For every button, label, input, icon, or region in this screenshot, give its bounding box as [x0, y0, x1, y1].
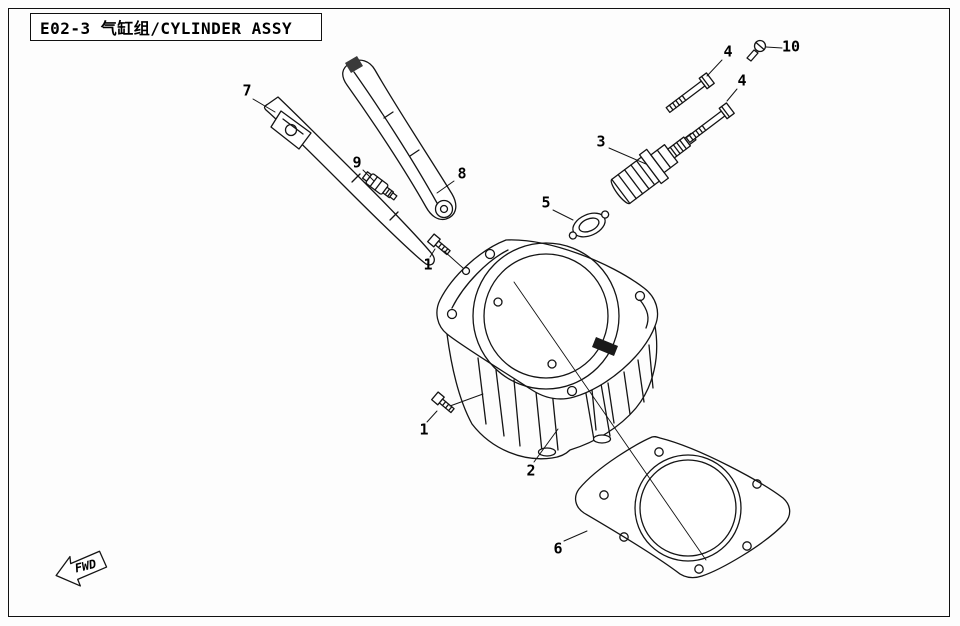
part-10-screw — [746, 39, 767, 62]
part-1-bolt-b — [431, 391, 455, 414]
callout-7: 7 — [242, 81, 252, 100]
fwd-label: FWD — [73, 557, 97, 576]
alignment-line — [513, 281, 707, 561]
callout-8: 8 — [457, 164, 467, 183]
cylinder-bore — [472, 242, 620, 390]
part-4-bolt-a — [665, 72, 715, 114]
title-box: E02-3 气缸组/CYLINDER ASSY — [30, 13, 322, 41]
callout-1b: 1 — [419, 420, 429, 439]
callout-6: 6 — [553, 539, 563, 558]
part-1-bolt-a — [427, 233, 451, 256]
part-3-chain-tensioner — [610, 132, 697, 205]
part-5-gasket-small — [568, 210, 610, 240]
callout-4b: 4 — [737, 71, 747, 90]
part-2-cylinder — [436, 239, 659, 460]
callout-3: 3 — [596, 132, 606, 151]
callout-9: 9 — [352, 153, 362, 172]
part-4-bolt-b — [685, 102, 735, 144]
callout-4a: 4 — [723, 42, 733, 61]
callout-2: 2 — [526, 461, 536, 480]
callout-1a: 1 — [423, 255, 433, 274]
callout-5: 5 — [541, 193, 551, 212]
page-title: E02-3 气缸组/CYLINDER ASSY — [40, 19, 293, 38]
part-8-tensioner-blade — [342, 56, 457, 221]
cylinder-label-tag — [592, 337, 618, 356]
part-6-cylinder-gasket — [574, 435, 791, 579]
cylinder-stud-tubes — [535, 377, 612, 457]
fwd-arrow: FWD — [55, 550, 108, 587]
leader-lines — [252, 46, 783, 542]
callout-10: 10 — [781, 37, 801, 56]
part-7-chain-guide — [263, 96, 435, 266]
